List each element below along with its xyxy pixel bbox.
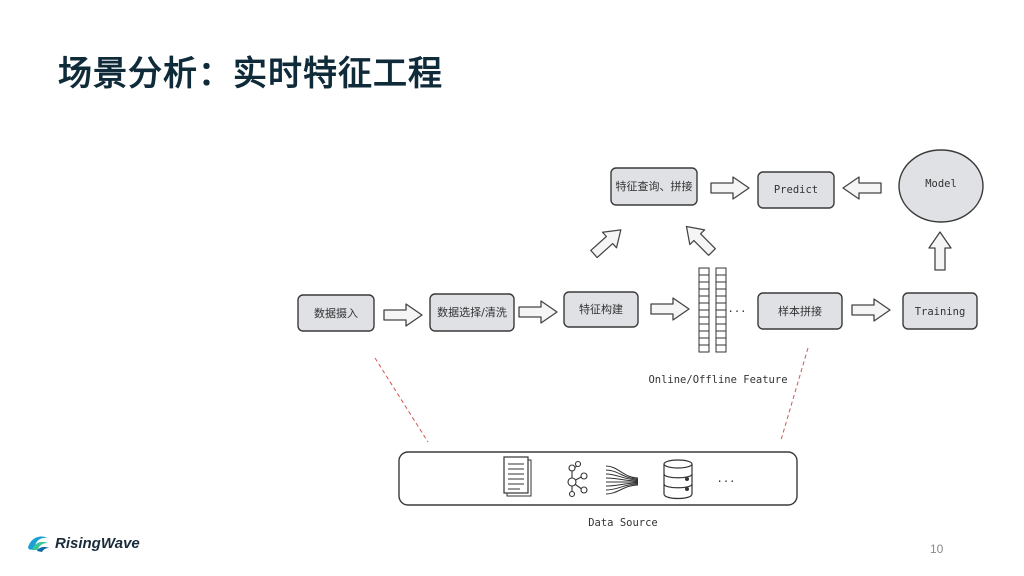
node-predict: Predict: [757, 171, 835, 209]
node-select-clean-label: 数据选择/清洗: [437, 305, 507, 319]
node-ingest: 数据摄入: [297, 294, 375, 332]
node-training-label: Training: [915, 306, 966, 318]
node-sample-join-label: 样本拼接: [778, 304, 822, 318]
node-sample-join: 样本拼接: [757, 292, 843, 330]
node-predict-label: Predict: [774, 184, 818, 196]
arrow-training-to-model: [928, 231, 952, 271]
arrow-query-to-predict: [710, 176, 750, 200]
node-model: Model: [898, 149, 984, 223]
node-training: Training: [902, 292, 978, 330]
node-feature-build-label: 特征构建: [579, 302, 623, 316]
graph-network-icon: [567, 460, 588, 498]
arrow-clean-to-build: [518, 300, 558, 324]
document-stack-icon: [503, 456, 532, 497]
page-title: 场景分析：实时特征工程: [58, 54, 443, 94]
stream-lines-icon: [605, 465, 639, 495]
node-feature-query-label: 特征查询、拼接: [616, 179, 693, 193]
data-source-container: ...: [398, 451, 798, 506]
node-model-label: Model: [925, 178, 957, 190]
logo-text: RisingWave: [55, 534, 140, 552]
node-feature-query: 特征查询、拼接: [610, 167, 698, 206]
page-number: 10: [930, 542, 944, 556]
wave-logo-icon: [28, 536, 49, 552]
feature-columns: [698, 267, 727, 353]
dashed-line-left: [374, 357, 429, 443]
arrow-features-to-query: [685, 225, 716, 256]
arrow-build-to-features: [650, 297, 690, 321]
arrow-ingest-to-clean: [383, 303, 423, 327]
feature-ellipsis: ...: [728, 303, 747, 315]
node-feature-build: 特征构建: [563, 291, 639, 328]
arrow-model-to-predict: [842, 176, 882, 200]
node-ingest-label: 数据摄入: [314, 306, 358, 320]
data-source-label: Data Source: [588, 517, 658, 529]
arrow-join-to-training: [851, 298, 891, 322]
dashed-line-right: [780, 347, 809, 441]
arrow-build-to-query: [590, 229, 622, 259]
risingwave-logo: RisingWave: [26, 532, 140, 554]
feature-label: Online/Offline Feature: [648, 374, 787, 386]
node-select-clean: 数据选择/清洗: [429, 293, 515, 332]
data-source-ellipsis: ...: [717, 473, 736, 485]
database-icon: [663, 459, 693, 500]
